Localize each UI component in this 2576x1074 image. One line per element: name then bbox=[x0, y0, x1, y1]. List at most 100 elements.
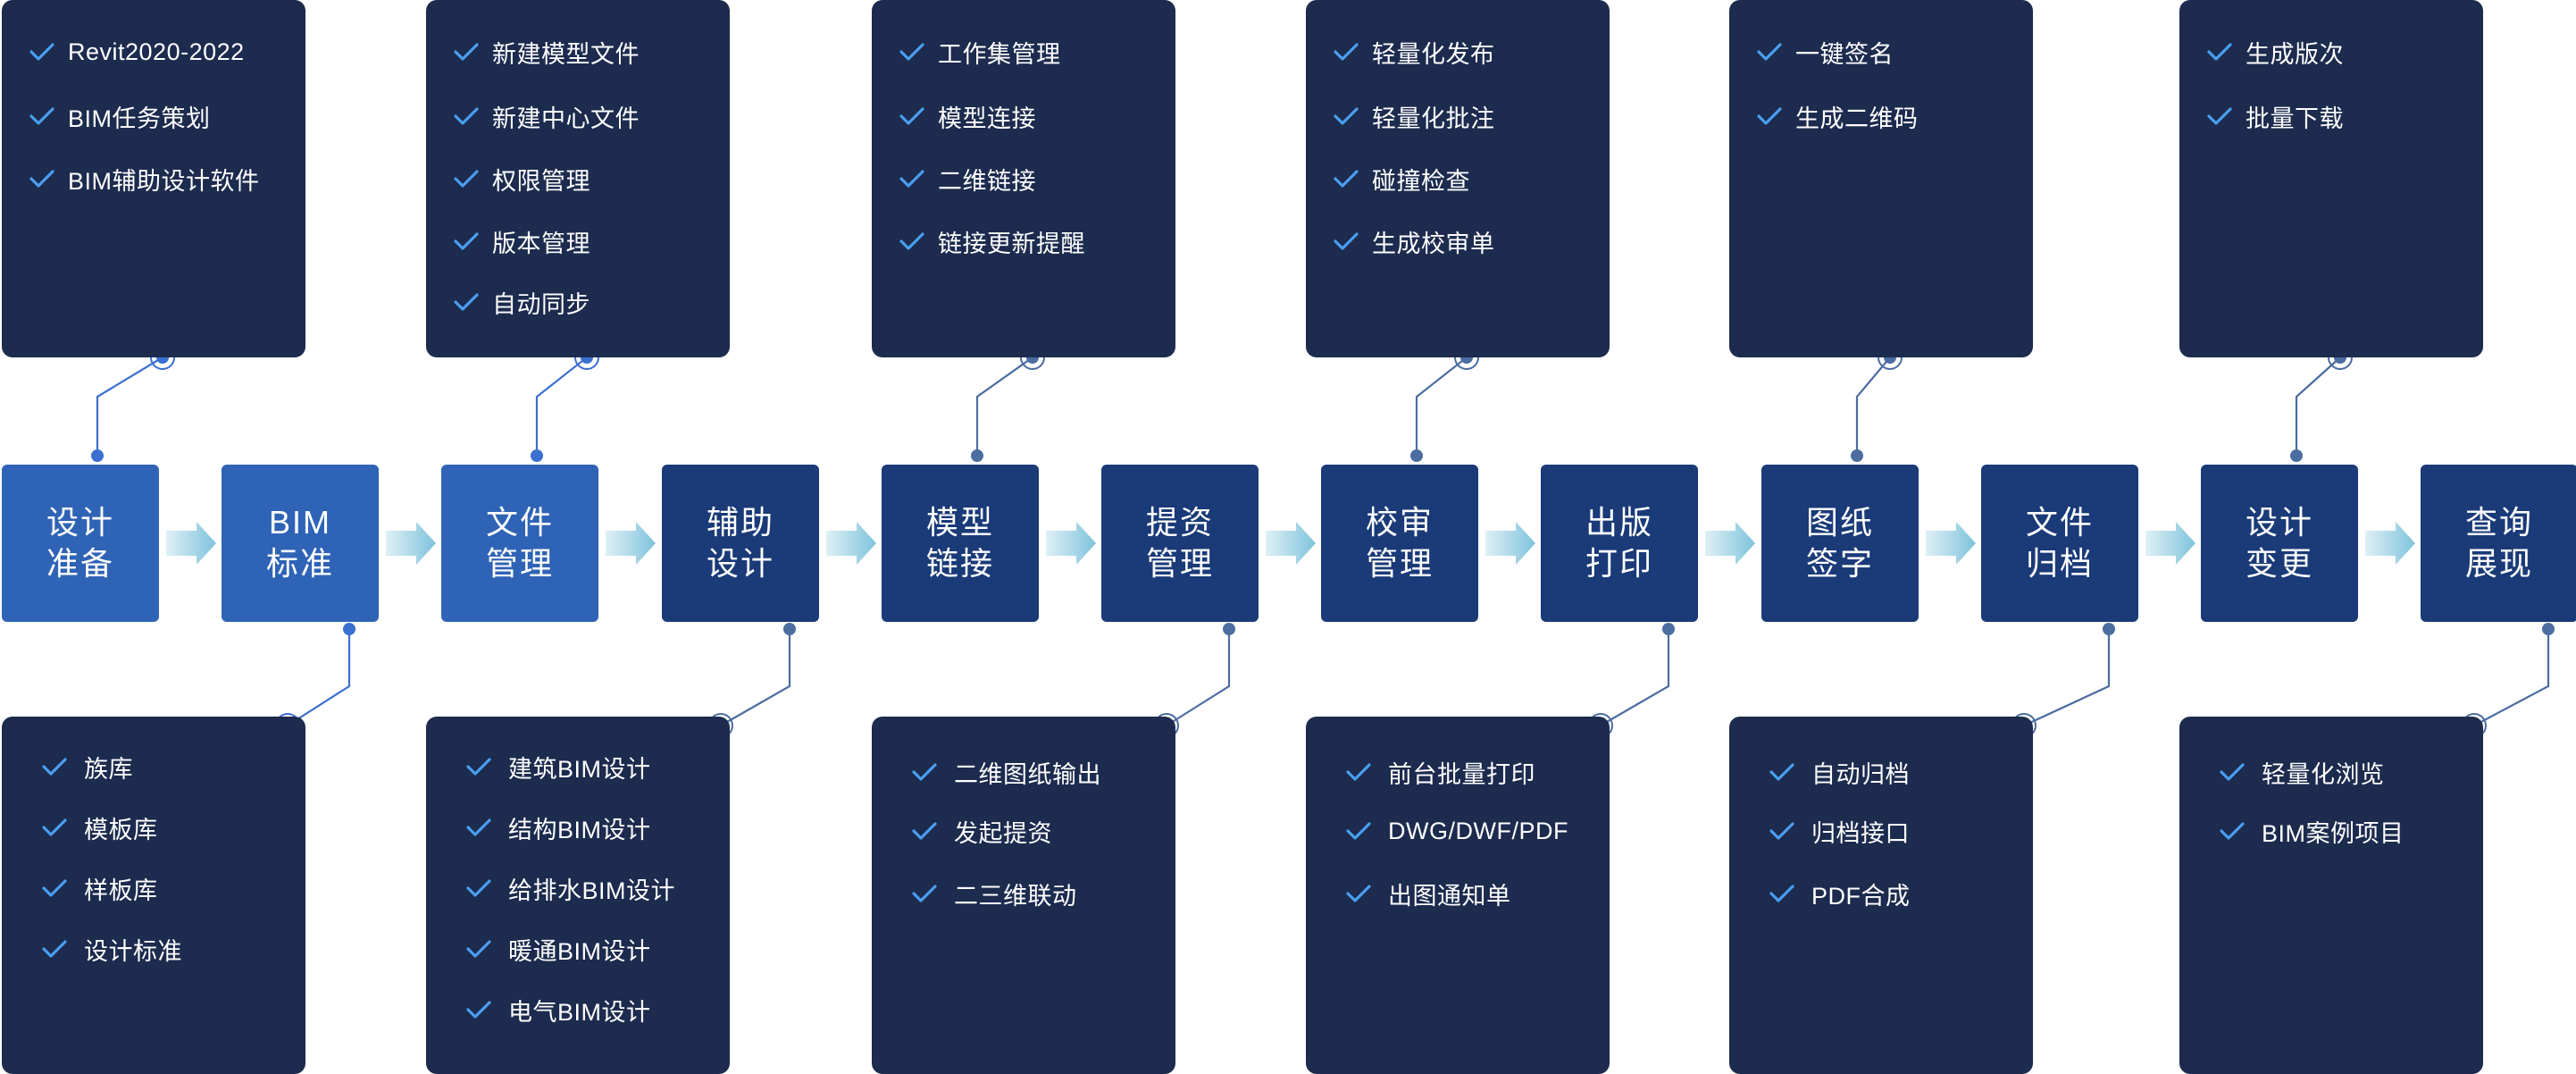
check-icon bbox=[1757, 43, 1782, 61]
check-icon bbox=[466, 818, 491, 836]
check-icon bbox=[1346, 885, 1371, 902]
feature-item-label: 族库 bbox=[84, 755, 133, 783]
process-step: 设计 准备 bbox=[2, 465, 159, 622]
feature-item-label: 自动归档 bbox=[1811, 760, 1910, 788]
process-step: 图纸 签字 bbox=[1761, 465, 1919, 622]
feature-item-label: 一键签名 bbox=[1795, 40, 1894, 68]
feature-card: 工作集管理模型连接二维链接链接更新提醒 bbox=[872, 0, 1175, 357]
check-icon bbox=[454, 107, 479, 125]
feature-item-label: 结构BIM设计 bbox=[508, 816, 651, 843]
process-step-label: 文件 归档 bbox=[2025, 504, 2094, 582]
process-step: 文件 管理 bbox=[441, 465, 598, 622]
feature-item-label: 轻量化发布 bbox=[1372, 40, 1495, 68]
feature-item: 建筑BIM设计 bbox=[426, 749, 730, 785]
feature-item-label: 模型连接 bbox=[938, 105, 1036, 132]
feature-item-label: 版本管理 bbox=[492, 230, 590, 257]
feature-item: 结构BIM设计 bbox=[426, 810, 730, 845]
check-icon bbox=[466, 879, 491, 897]
check-icon bbox=[466, 758, 491, 776]
arrow-right-icon bbox=[1705, 522, 1755, 565]
connector-line bbox=[2290, 345, 2353, 462]
process-step-label: 出版 打印 bbox=[1585, 504, 1653, 582]
feature-item-label: 模板库 bbox=[84, 816, 158, 843]
process-step: 提资 管理 bbox=[1101, 465, 1259, 622]
connector-line bbox=[1851, 345, 1903, 462]
feature-item: 权限管理 bbox=[426, 161, 730, 197]
arrow-right-icon bbox=[1485, 522, 1535, 565]
process-step-label: 图纸 签字 bbox=[1805, 504, 1874, 582]
check-icon bbox=[42, 758, 67, 776]
feature-item: BIM辅助设计软件 bbox=[2, 161, 305, 197]
feature-card: 生成版次批量下载 bbox=[2179, 0, 2483, 357]
check-icon bbox=[2207, 107, 2232, 125]
check-icon bbox=[1346, 763, 1371, 781]
check-icon bbox=[1769, 822, 1794, 840]
arrow-right-icon bbox=[2145, 522, 2195, 565]
process-step: 查询 展现 bbox=[2421, 465, 2576, 622]
feature-item-label: 给排水BIM设计 bbox=[508, 877, 676, 904]
feature-item: 暖通BIM设计 bbox=[426, 931, 730, 967]
arrow-right-icon bbox=[1046, 522, 1096, 565]
feature-item-label: Revit2020-2022 bbox=[68, 38, 245, 65]
check-icon bbox=[29, 170, 54, 188]
check-icon bbox=[1334, 107, 1359, 125]
process-step: BIM 标准 bbox=[222, 465, 379, 622]
feature-card: 新建模型文件新建中心文件权限管理版本管理自动同步 bbox=[426, 0, 730, 357]
check-icon bbox=[2220, 822, 2245, 840]
feature-item: 版本管理 bbox=[426, 223, 730, 259]
feature-item: 轻量化发布 bbox=[1306, 34, 1610, 70]
feature-item-label: PDF合成 bbox=[1811, 882, 1911, 910]
feature-item-label: DWG/DWF/PDF bbox=[1388, 817, 1568, 844]
feature-item-label: 碰撞检查 bbox=[1372, 167, 1470, 195]
check-icon bbox=[1346, 822, 1371, 840]
feature-item: 归档接口 bbox=[1729, 813, 2033, 849]
check-icon bbox=[899, 170, 924, 188]
check-icon bbox=[1334, 232, 1359, 250]
feature-item-label: 新建模型文件 bbox=[492, 40, 640, 68]
feature-item: 族库 bbox=[2, 749, 305, 785]
feature-item: 碰撞检查 bbox=[1306, 161, 1610, 197]
check-icon bbox=[899, 232, 924, 250]
feature-card: 一键签名生成二维码 bbox=[1729, 0, 2033, 357]
feature-item: 给排水BIM设计 bbox=[426, 870, 730, 906]
arrow-right-icon bbox=[1926, 522, 1976, 565]
feature-item-label: 工作集管理 bbox=[938, 40, 1061, 68]
feature-card: 建筑BIM设计结构BIM设计给排水BIM设计暖通BIM设计电气BIM设计 bbox=[426, 717, 730, 1074]
process-step: 文件 归档 bbox=[1981, 465, 2138, 622]
check-icon bbox=[912, 885, 937, 902]
feature-item-label: 批量下载 bbox=[2246, 105, 2344, 132]
connector-line bbox=[1410, 345, 1479, 462]
feature-item: 轻量化浏览 bbox=[2179, 754, 2483, 790]
feature-item-label: 前台批量打印 bbox=[1388, 760, 1535, 788]
feature-item-label: 生成二维码 bbox=[1795, 105, 1919, 132]
check-icon bbox=[454, 170, 479, 188]
process-step: 设计 变更 bbox=[2201, 465, 2358, 622]
feature-item-label: 二维图纸输出 bbox=[954, 760, 1101, 788]
feature-item: 自动归档 bbox=[1729, 754, 2033, 790]
arrow-right-icon bbox=[386, 522, 436, 565]
feature-item-label: 出图通知单 bbox=[1388, 882, 1511, 910]
feature-item: 模型连接 bbox=[872, 98, 1175, 134]
check-icon bbox=[2220, 763, 2245, 781]
feature-item-label: 链接更新提醒 bbox=[938, 230, 1085, 257]
arrow-right-icon bbox=[2365, 522, 2415, 565]
feature-item: 链接更新提醒 bbox=[872, 223, 1175, 259]
check-icon bbox=[29, 107, 54, 125]
check-icon bbox=[42, 879, 67, 897]
feature-item: 生成校审单 bbox=[1306, 223, 1610, 259]
feature-item-label: BIM任务策划 bbox=[68, 105, 211, 132]
check-icon bbox=[1769, 763, 1794, 781]
process-step-label: 辅助 设计 bbox=[706, 504, 774, 582]
feature-item: Revit2020-2022 bbox=[2, 34, 305, 70]
feature-item: 样板库 bbox=[2, 870, 305, 906]
process-step-label: BIM 标准 bbox=[265, 504, 334, 582]
feature-item: 新建模型文件 bbox=[426, 34, 730, 70]
feature-item: 前台批量打印 bbox=[1306, 754, 1610, 790]
feature-item: 一键签名 bbox=[1729, 34, 2033, 70]
feature-item-label: 样板库 bbox=[84, 877, 158, 904]
process-step-label: 提资 管理 bbox=[1145, 504, 1214, 582]
process-step-label: 校审 管理 bbox=[1365, 504, 1434, 582]
feature-item: 轻量化批注 bbox=[1306, 98, 1610, 134]
process-step-label: 查询 展现 bbox=[2464, 504, 2533, 582]
check-icon bbox=[1769, 885, 1794, 902]
